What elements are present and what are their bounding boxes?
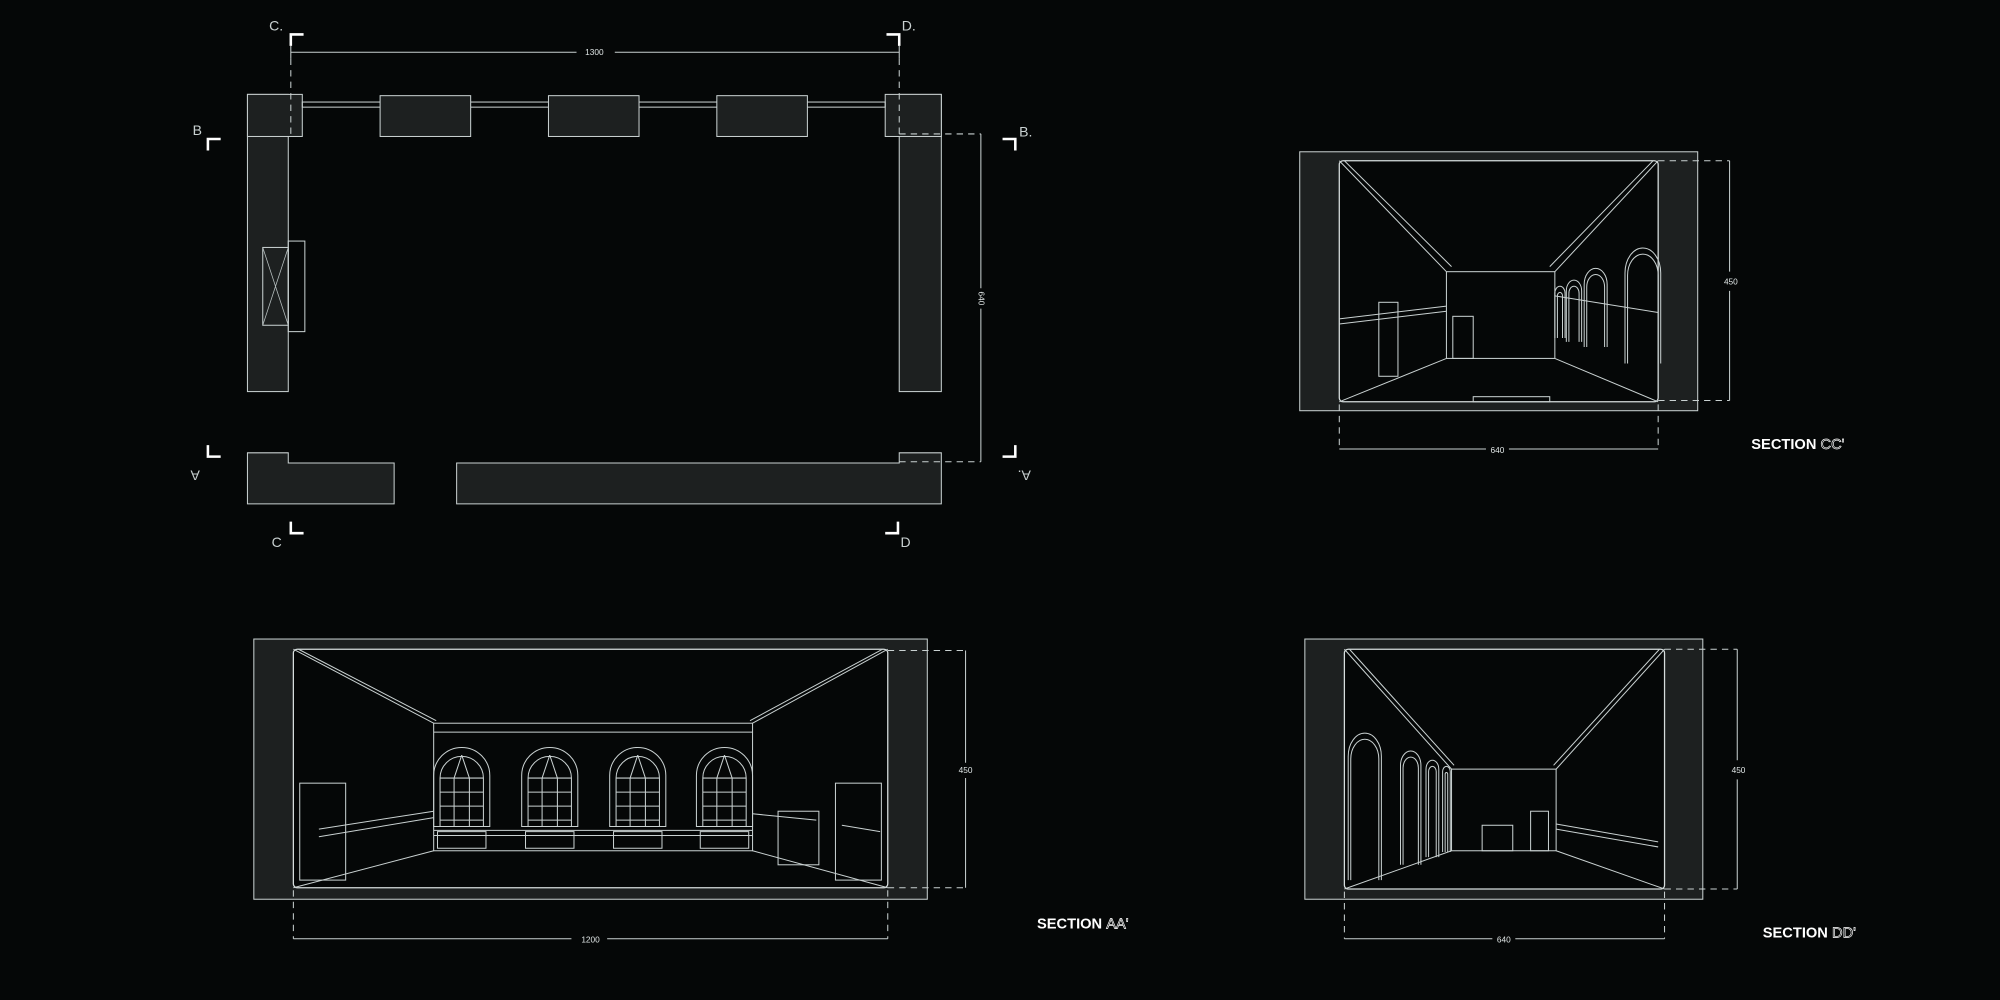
cc-height-dimension: 450	[1724, 276, 1738, 286]
plan-fireplace	[287, 240, 306, 333]
label-a-right: A.	[1018, 468, 1031, 484]
marker-c-top	[289, 33, 304, 46]
label-a-left: A	[190, 468, 200, 484]
marker-a-left	[206, 445, 221, 458]
window-panel	[613, 831, 663, 849]
window-muntins	[616, 754, 660, 827]
perspective-arch	[1442, 765, 1451, 853]
section-cc-title: SECTION CC'	[1751, 437, 1844, 453]
cc-width-dimension: 640	[1491, 445, 1505, 455]
marker-c-bottom	[289, 521, 304, 535]
window-muntins	[440, 754, 484, 827]
window-panel	[525, 831, 575, 849]
plan-width-dimension: 1300	[585, 47, 604, 57]
aa-width-dimension: 1200	[581, 935, 600, 945]
plan-right-wall	[898, 93, 942, 393]
plan-width-dimension-line	[290, 45, 900, 59]
window-muntins	[528, 754, 572, 827]
label-d-top: D.	[902, 18, 916, 34]
plan-depth-dimension: 640	[976, 292, 986, 306]
perspective-arch-inner	[1556, 291, 1564, 339]
window-muntins	[702, 754, 747, 827]
marker-d-top	[886, 33, 901, 46]
perspective-arch-inner	[1568, 285, 1580, 342]
arched-window	[695, 746, 754, 828]
label-c-top: C.	[269, 18, 283, 34]
arched-window	[433, 746, 491, 828]
plan-pier-2	[547, 95, 640, 137]
label-b-right: B.	[1019, 123, 1032, 139]
perspective-arch-inner	[1428, 765, 1437, 858]
marker-b-left	[206, 137, 221, 151]
section-dd: 450 640 SECTION DD'	[1304, 638, 1856, 945]
plan-pier-1	[379, 95, 472, 137]
perspective-arch	[1583, 267, 1608, 347]
perspective-arch-inner	[1627, 253, 1659, 364]
perspective-arch	[1425, 759, 1440, 858]
arched-window	[521, 746, 579, 828]
floor-plan: 1300 640 C. D. B B. A A. C D	[190, 18, 1033, 551]
dd-height-dimension: 450	[1732, 765, 1746, 775]
plan-chimney-cross	[262, 247, 289, 326]
plan-left-wall	[246, 93, 289, 393]
perspective-arch-inner	[1402, 756, 1419, 865]
perspective-arch	[1347, 732, 1382, 881]
plan-depth-extension	[899, 133, 981, 463]
perspective-arch-inner	[1350, 738, 1380, 881]
section-aa-title: SECTION AA'	[1037, 917, 1129, 933]
section-dd-title: SECTION DD'	[1763, 926, 1856, 942]
plan-pier-3	[716, 95, 808, 137]
perspective-arch	[1565, 279, 1583, 342]
aa-height-dimension: 450	[959, 765, 973, 775]
plan-corner-left	[246, 93, 303, 137]
marker-a-right	[1002, 445, 1017, 458]
plan-chimney	[262, 246, 289, 326]
label-d-bottom: D	[901, 534, 911, 550]
perspective-arch	[1554, 285, 1566, 339]
section-cc: 450 640 SECTION CC'	[1299, 151, 1845, 455]
dd-width-dimension: 640	[1497, 935, 1511, 945]
perspective-arch	[1399, 750, 1422, 865]
marker-d-bottom	[885, 521, 900, 535]
perspective-arch-inner	[1586, 273, 1606, 347]
label-b-left: B	[193, 122, 202, 138]
window-panel	[699, 831, 750, 849]
label-c-bottom: C	[272, 534, 282, 550]
plan-section-line-cd	[290, 58, 900, 137]
marker-b-right	[1002, 137, 1017, 151]
perspective-arch	[1624, 247, 1662, 364]
perspective-arch-inner	[1444, 771, 1449, 853]
window-panel	[436, 831, 487, 849]
plan-bottom-wall-right	[456, 452, 942, 505]
arched-window	[609, 746, 667, 828]
plan-corner-right	[884, 93, 942, 137]
section-aa: 450 1200 SECTION AA'	[253, 638, 1129, 945]
plan-bottom-wall-left	[246, 452, 395, 505]
